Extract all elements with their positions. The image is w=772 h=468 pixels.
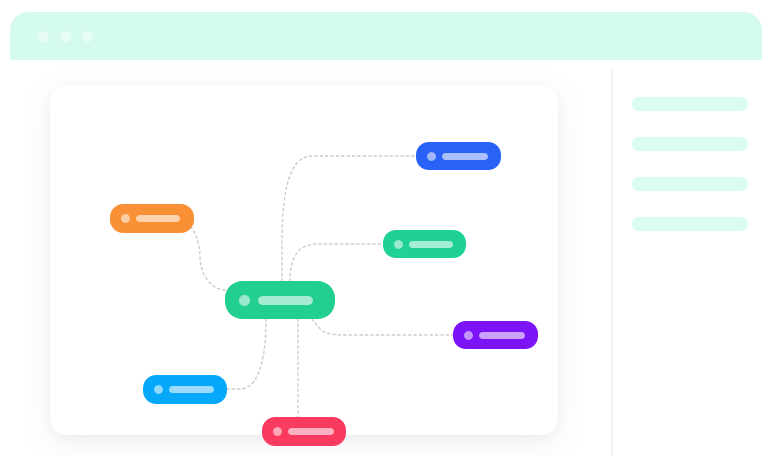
mindmap-node-blue[interactable] bbox=[416, 142, 501, 170]
mindmap-node-pink-dot-icon bbox=[273, 427, 282, 436]
window-dot-close-icon[interactable] bbox=[38, 31, 49, 42]
mindmap-node-green-dot-icon bbox=[394, 239, 403, 249]
mindmap-connectors bbox=[177, 155, 454, 418]
mindmap-node-purple[interactable] bbox=[453, 321, 538, 349]
browser-window bbox=[10, 12, 762, 456]
connector-root-to-green bbox=[289, 243, 384, 282]
mindmap-node-purple-dot-icon bbox=[464, 330, 473, 340]
mindmap-node-blue-label bbox=[442, 152, 488, 160]
mindmap-node-orange-label bbox=[136, 215, 180, 222]
mindmap-node-pink[interactable] bbox=[262, 417, 346, 446]
window-titlebar bbox=[10, 12, 762, 60]
mindmap-node-lightblue-dot-icon bbox=[154, 385, 163, 394]
mindmap-node-blue-dot-icon bbox=[427, 151, 436, 161]
mindmap-card bbox=[50, 85, 558, 446]
mindmap-node-purple-label bbox=[479, 331, 525, 339]
sidebar-item-0[interactable] bbox=[632, 97, 748, 111]
mindmap-node-pink-label bbox=[288, 428, 334, 435]
window-body bbox=[10, 60, 762, 456]
window-dot-minimize-icon[interactable] bbox=[60, 31, 71, 42]
connector-root-to-blue bbox=[281, 155, 417, 282]
mindmap-node-root-dot-icon bbox=[239, 294, 250, 306]
connector-root-to-purple bbox=[311, 318, 454, 336]
mindmap-node-root-label bbox=[258, 295, 313, 305]
sidebar-divider bbox=[611, 68, 613, 456]
sidebar-item-1[interactable] bbox=[632, 137, 748, 151]
sidebar-item-3[interactable] bbox=[632, 217, 748, 231]
mindmap-node-root[interactable] bbox=[225, 281, 335, 319]
connector-root-to-lightblue bbox=[226, 318, 267, 390]
mindmap-canvas[interactable] bbox=[50, 85, 558, 446]
mindmap-node-green[interactable] bbox=[383, 230, 466, 258]
mindmap-node-green-label bbox=[409, 240, 453, 248]
mindmap-node-lightblue-label bbox=[169, 386, 214, 393]
mindmap-node-lightblue[interactable] bbox=[143, 375, 227, 404]
window-dot-maximize-icon[interactable] bbox=[82, 31, 93, 42]
sidebar-item-2[interactable] bbox=[632, 177, 748, 191]
mindmap-node-orange-dot-icon bbox=[121, 214, 130, 223]
mindmap-node-orange[interactable] bbox=[110, 204, 194, 233]
